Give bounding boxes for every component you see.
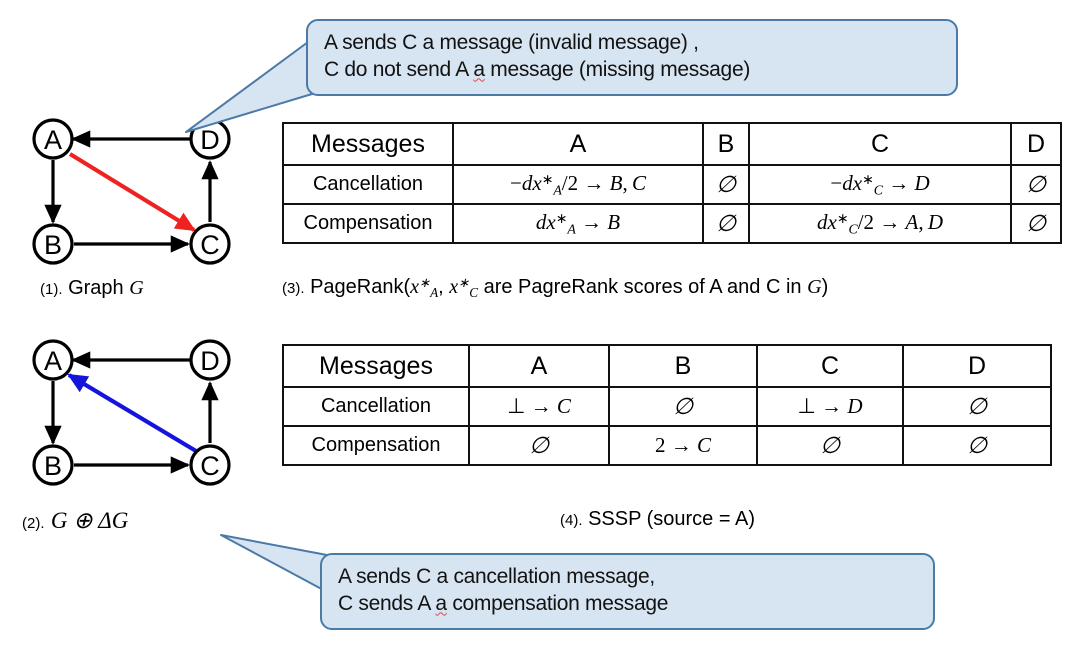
table2-header-a: A xyxy=(468,344,610,388)
table1-header-messages: Messages xyxy=(282,122,454,166)
caption-graph-1-text: Graph xyxy=(68,277,124,299)
callout-invalid-missing-message: A sends C a message (invalid message) , … xyxy=(306,19,958,96)
callout-top-line-1: A sends C a message (invalid message) , xyxy=(324,31,699,54)
table2-cell-compensation-d: ∅ xyxy=(902,425,1052,466)
caption-table-sssp: (4). SSSP (source = A) xyxy=(560,508,755,531)
callout-top-line-2-part-b: message (missing message) xyxy=(484,58,751,82)
caption-table1-text-3: ) xyxy=(821,275,829,298)
caption-graph-2-number: (2). xyxy=(22,515,45,532)
table2-row-label-compensation: Compensation xyxy=(282,425,470,466)
caption-table1-text-2: are PagreRank scores of A and C in xyxy=(483,275,802,298)
caption-graph-1-number: (1). xyxy=(40,281,63,298)
graph1-node-b xyxy=(32,223,74,265)
table2-cell-compensation-b: 2 → C xyxy=(608,425,758,466)
callout-bottom-line-2-squiggle-word: a xyxy=(435,592,447,616)
table2-cell-cancellation-d: ∅ xyxy=(902,386,1052,427)
table-row: Compensation dx∗A → B ∅ dx∗C/2 → A, D ∅ xyxy=(282,203,1062,244)
table1-cell-compensation-c: dx∗C/2 → A, D xyxy=(748,203,1012,244)
graph2-node-c xyxy=(189,444,231,486)
table2-cell-compensation-c: ∅ xyxy=(756,425,904,466)
callout-top-line-2-squiggle-word: a xyxy=(473,58,485,82)
table1-header-b: B xyxy=(702,122,750,166)
table1-cell-cancellation-d: ∅ xyxy=(1010,164,1062,205)
table1-cell-compensation-d: ∅ xyxy=(1010,203,1062,244)
table2-header-c: C xyxy=(756,344,904,388)
graph1-node-a xyxy=(32,118,74,160)
table2-header-b: B xyxy=(608,344,758,388)
graph1-node-c xyxy=(189,223,231,265)
graph2-node-c-label: C xyxy=(200,451,220,481)
table-row-header: Messages A B C D xyxy=(282,122,1062,166)
graph2-edge-c-a-compensation xyxy=(67,373,198,453)
caption-table1-number: (3). xyxy=(282,279,305,297)
table1-row-label-compensation: Compensation xyxy=(282,203,454,244)
caption-table2-number: (4). xyxy=(560,512,583,529)
caption-graph-2: (2). G ⊕ ΔG xyxy=(22,507,128,534)
graph-g-delta-g-diagram: A D B C xyxy=(32,339,231,486)
graph1-node-b-label: B xyxy=(44,230,62,260)
caption-table-pagerank: (3). PageRank(x∗A, x∗C are PagreRank sco… xyxy=(282,275,828,301)
table-pagerank: Messages A B C D Cancellation −dx∗A/2 → … xyxy=(282,122,1062,244)
table2-cell-cancellation-a: ⊥ → C xyxy=(468,386,610,427)
graph1-node-d-label: D xyxy=(200,125,220,155)
caption-table2-text: SSSP (source = A) xyxy=(588,508,755,530)
callout-top-line-2-part-a: C do not send A xyxy=(324,58,474,82)
table2-header-d: D xyxy=(902,344,1052,388)
graph1-edge-a-c-invalid xyxy=(68,152,196,232)
graph1-node-c-label: C xyxy=(200,230,220,260)
table2-cell-cancellation-c: ⊥ → D xyxy=(756,386,904,427)
callout-cancellation-compensation: A sends C a cancellation message, C send… xyxy=(320,553,935,630)
caption-graph-1: (1). Graph G xyxy=(40,277,144,300)
table1-cell-cancellation-c: −dx∗C → D xyxy=(748,164,1012,205)
caption-table1-math-xa: x∗A xyxy=(410,275,439,301)
table1-row-label-cancellation: Cancellation xyxy=(282,164,454,205)
caption-graph-1-math: G xyxy=(129,277,144,299)
table1-header-a: A xyxy=(452,122,704,166)
graph2-node-b-label: B xyxy=(44,451,62,481)
graph2-node-d-label: D xyxy=(200,346,220,376)
caption-table1-comma: , xyxy=(438,275,450,298)
table1-header-c: C xyxy=(748,122,1012,166)
table1-cell-compensation-a: dx∗A → B xyxy=(452,203,704,244)
table2-row-label-cancellation: Cancellation xyxy=(282,386,470,427)
caption-graph-2-math: G ⊕ ΔG xyxy=(50,508,129,533)
callout-bottom-line-2: C sends A a compensation message xyxy=(338,590,917,617)
callout-bottom-line-1: A sends C a cancellation message, xyxy=(338,565,655,588)
caption-table1-text-1: PageRank( xyxy=(310,275,411,298)
table-row: Cancellation ⊥ → C ∅ ⊥ → D ∅ xyxy=(282,386,1052,427)
callout-bottom-line-2-part-b: compensation message xyxy=(446,592,669,616)
graph1-node-a-label: A xyxy=(44,125,62,155)
table-row: Cancellation −dx∗A/2 → B, C ∅ −dx∗C → D … xyxy=(282,164,1062,205)
table-row: Compensation ∅ 2 → C ∅ ∅ xyxy=(282,425,1052,466)
graph2-node-a-label: A xyxy=(44,346,62,376)
caption-table1-math-xc: x∗C xyxy=(449,275,479,301)
table1-cell-compensation-b: ∅ xyxy=(702,203,750,244)
table1-cell-cancellation-b: ∅ xyxy=(702,164,750,205)
callout-bottom-line-2-part-a: C sends A xyxy=(338,592,436,616)
graph2-node-b xyxy=(32,444,74,486)
table1-header-d: D xyxy=(1010,122,1062,166)
graph-g-diagram: A D B C xyxy=(32,118,231,265)
caption-table1-math-g: G xyxy=(807,275,822,298)
table-sssp: Messages A B C D Cancellation ⊥ → C ∅ ⊥ … xyxy=(282,344,1052,466)
callout-top-line-2: C do not send A a message (missing messa… xyxy=(324,56,940,83)
table-row-header: Messages A B C D xyxy=(282,344,1052,388)
table1-cell-cancellation-a: −dx∗A/2 → B, C xyxy=(452,164,704,205)
graph2-node-d xyxy=(189,339,231,381)
table2-cell-compensation-a: ∅ xyxy=(468,425,610,466)
table2-header-messages: Messages xyxy=(282,344,470,388)
table2-cell-cancellation-b: ∅ xyxy=(608,386,758,427)
graph2-node-a xyxy=(32,339,74,381)
